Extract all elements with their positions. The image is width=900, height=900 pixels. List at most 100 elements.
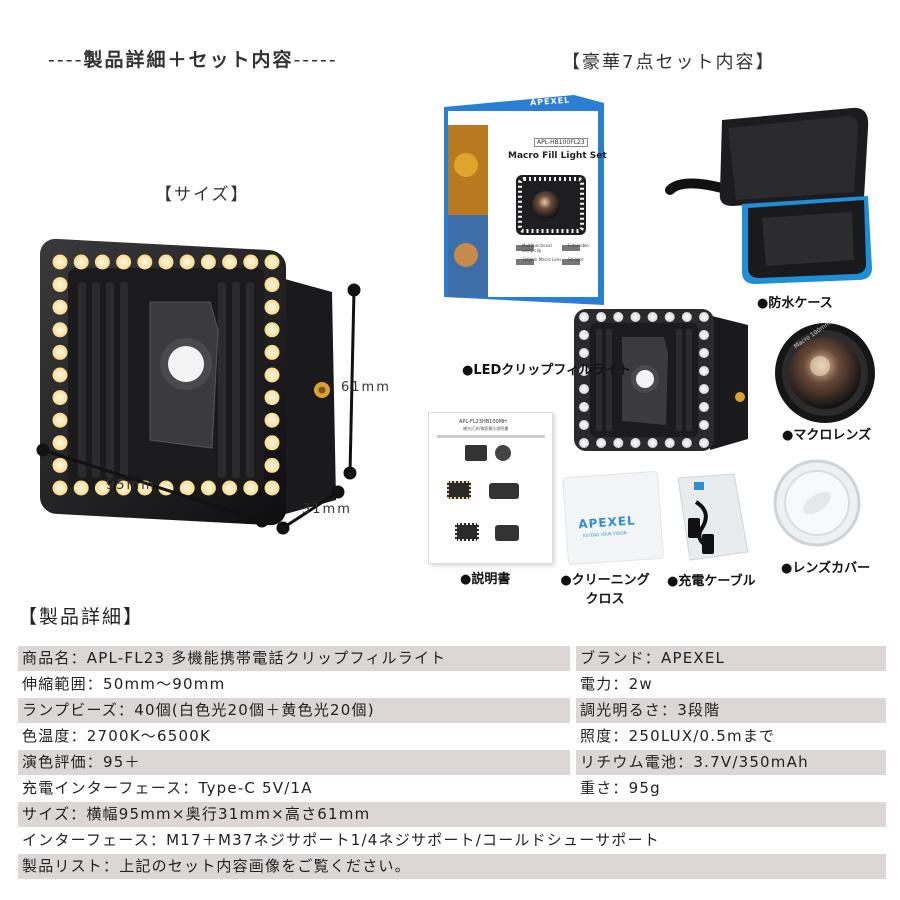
led-bead [681,312,692,322]
spec-cell-right: 電力：2w [580,675,653,693]
led-bead [52,457,68,473]
led-bead [264,254,280,270]
box-feature1: Multifunctional Lamp clip [522,243,552,253]
caption-case: ●防水ケース [757,296,833,311]
led-bead [613,312,624,322]
spec-cell-left: ランプビーズ：40個(白色光20個＋黄色光20個) [18,698,570,723]
led-bead [647,438,658,448]
led-bead [579,312,589,322]
led-bead [179,480,195,496]
led-bead [596,312,607,322]
waterproof-case-illustration [665,107,872,284]
width-dimension: 95mm [106,478,156,493]
led-bead [264,390,280,406]
spec-cell-gap [570,672,576,697]
led-bead [116,480,132,496]
led-bead [681,438,692,448]
spec-row: 商品名：APL-FL23 多機能携帯電話クリップフィルライトブランド：APEXE… [18,646,886,672]
main-heading-text: 製品詳細＋セット内容 [83,49,294,71]
led-bead [579,402,589,412]
spec-row-full: 製品リスト：上記のセット内容画像をご覧ください。 [18,854,886,880]
macro-lens-illustration: Macro 100mm [775,320,875,423]
led-bead [222,480,238,496]
led-bead [52,254,68,270]
led-bead [52,277,68,293]
spec-cell-left: 商品名：APL-FL23 多機能携帯電話クリップフィルライト [18,646,570,671]
led-bead [94,480,110,496]
led-bead [630,438,641,448]
depth-dimension: 31mm [302,502,352,517]
cloth-tagline: EXTEND YOUR VISION [582,530,627,539]
led-bead [243,254,259,270]
cloth-brand: APEXEL [577,513,637,532]
led-bead [699,348,709,358]
spec-cell-gap [570,724,576,749]
led-bead [73,480,89,496]
led-bead [579,366,589,376]
spec-cell-full: サイズ：横幅95mm×奥行31mm×高さ61mm [18,802,886,827]
size-heading: 【サイズ】 [155,185,250,205]
spec-cell-gap [570,750,576,775]
led-bead [222,254,238,270]
product-box: APEXEL APL-HB100FL23 Macro Fill Light Se… [444,95,607,305]
led-bead [94,254,110,270]
heading-dashes-left: ---- [48,49,84,71]
led-bead [52,322,68,338]
led-bead [52,480,68,496]
led-bead [264,322,280,338]
spec-cell-right: 調光明るさ：3段階 [576,698,886,723]
led-bead [200,480,216,496]
spec-cell-full: インターフェース：M17＋M37ネジサポート1/4ネジサポート/コールドシューサ… [22,831,660,849]
caption-cloth: ●クリーニング クロス [560,573,650,607]
led-bead [613,438,624,448]
led-bead [52,344,68,360]
led-bead [243,480,259,496]
spec-cell-gap [570,776,576,801]
manual-illustration: APL-FL23HB100MH 補光灯夹/微距鏡头說明書 [428,412,553,564]
spec-cell-gap [570,646,576,671]
box-feature2: Extensible [568,243,589,248]
spec-table: 商品名：APL-FL23 多機能携帯電話クリップフィルライトブランド：APEXE… [18,646,886,880]
manual-subtitle: 補光灯夹/微距鏡头說明書 [463,426,509,431]
led-bead [647,312,658,322]
led-bead [52,435,68,451]
cool-light-illustration [574,309,748,451]
set-heading: 【豪華7点セット内容】 [562,52,776,73]
led-bead [699,438,709,448]
led-bead [699,420,709,430]
led-bead [116,254,132,270]
led-bead [579,384,589,394]
led-bead [264,277,280,293]
led-bead [158,254,174,270]
led-bead [52,299,68,315]
led-bead [200,254,216,270]
led-bead [579,330,589,340]
led-bead [699,366,709,376]
led-bead [264,457,280,473]
spec-row: 演色評価：95＋リチウム電池：3.7V/350mAh [18,750,886,776]
spec-cell-left: 演色評価：95＋ [18,750,570,775]
box-feature4: Fill light [568,257,584,262]
led-bead [664,438,675,448]
spec-row: ランプビーズ：40個(白色光20個＋黄色光20個)調光明るさ：3段階 [18,698,886,724]
spec-cell-full: 製品リスト：上記のセット内容画像をご覧ください。 [18,854,886,879]
led-bead [73,254,89,270]
spec-cell-right: 重さ：95g [580,779,661,797]
caption-lens: ●マクロレンズ [782,428,872,443]
led-bead [699,384,709,394]
led-bead [699,312,709,322]
led-bead [264,367,280,383]
led-bead [264,344,280,360]
manual-model: APL-FL23HB100MH [459,419,507,425]
led-bead [579,348,589,358]
cleaning-cloth-illustration: APEXEL EXTEND YOUR VISION [562,470,664,566]
led-bead [179,254,195,270]
led-bead [52,390,68,406]
spec-row-full: サイズ：横幅95mm×奥行31mm×高さ61mm [18,802,886,828]
caption-cover: ●レンズカバー [781,561,871,576]
led-bead [137,254,153,270]
cool-led-ring [579,312,709,448]
led-bead [579,438,589,448]
led-bead [579,420,589,430]
